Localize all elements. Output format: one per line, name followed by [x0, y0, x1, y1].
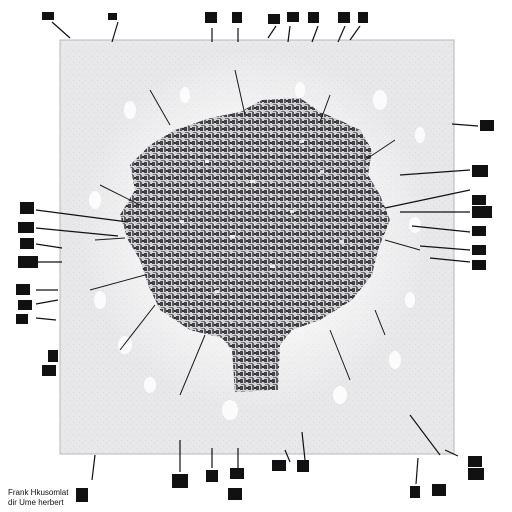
- pseudo-glyph-labels: [16, 12, 494, 502]
- highlight-blobs: [89, 82, 425, 420]
- caption-line-1: Frank Hkusomlat: [8, 488, 69, 497]
- callout-arrows: [35, 21, 479, 485]
- radial-streaks: [89, 69, 421, 396]
- cluster-specks: [180, 140, 344, 293]
- caption-line-2: dir Ume herbert: [8, 498, 64, 507]
